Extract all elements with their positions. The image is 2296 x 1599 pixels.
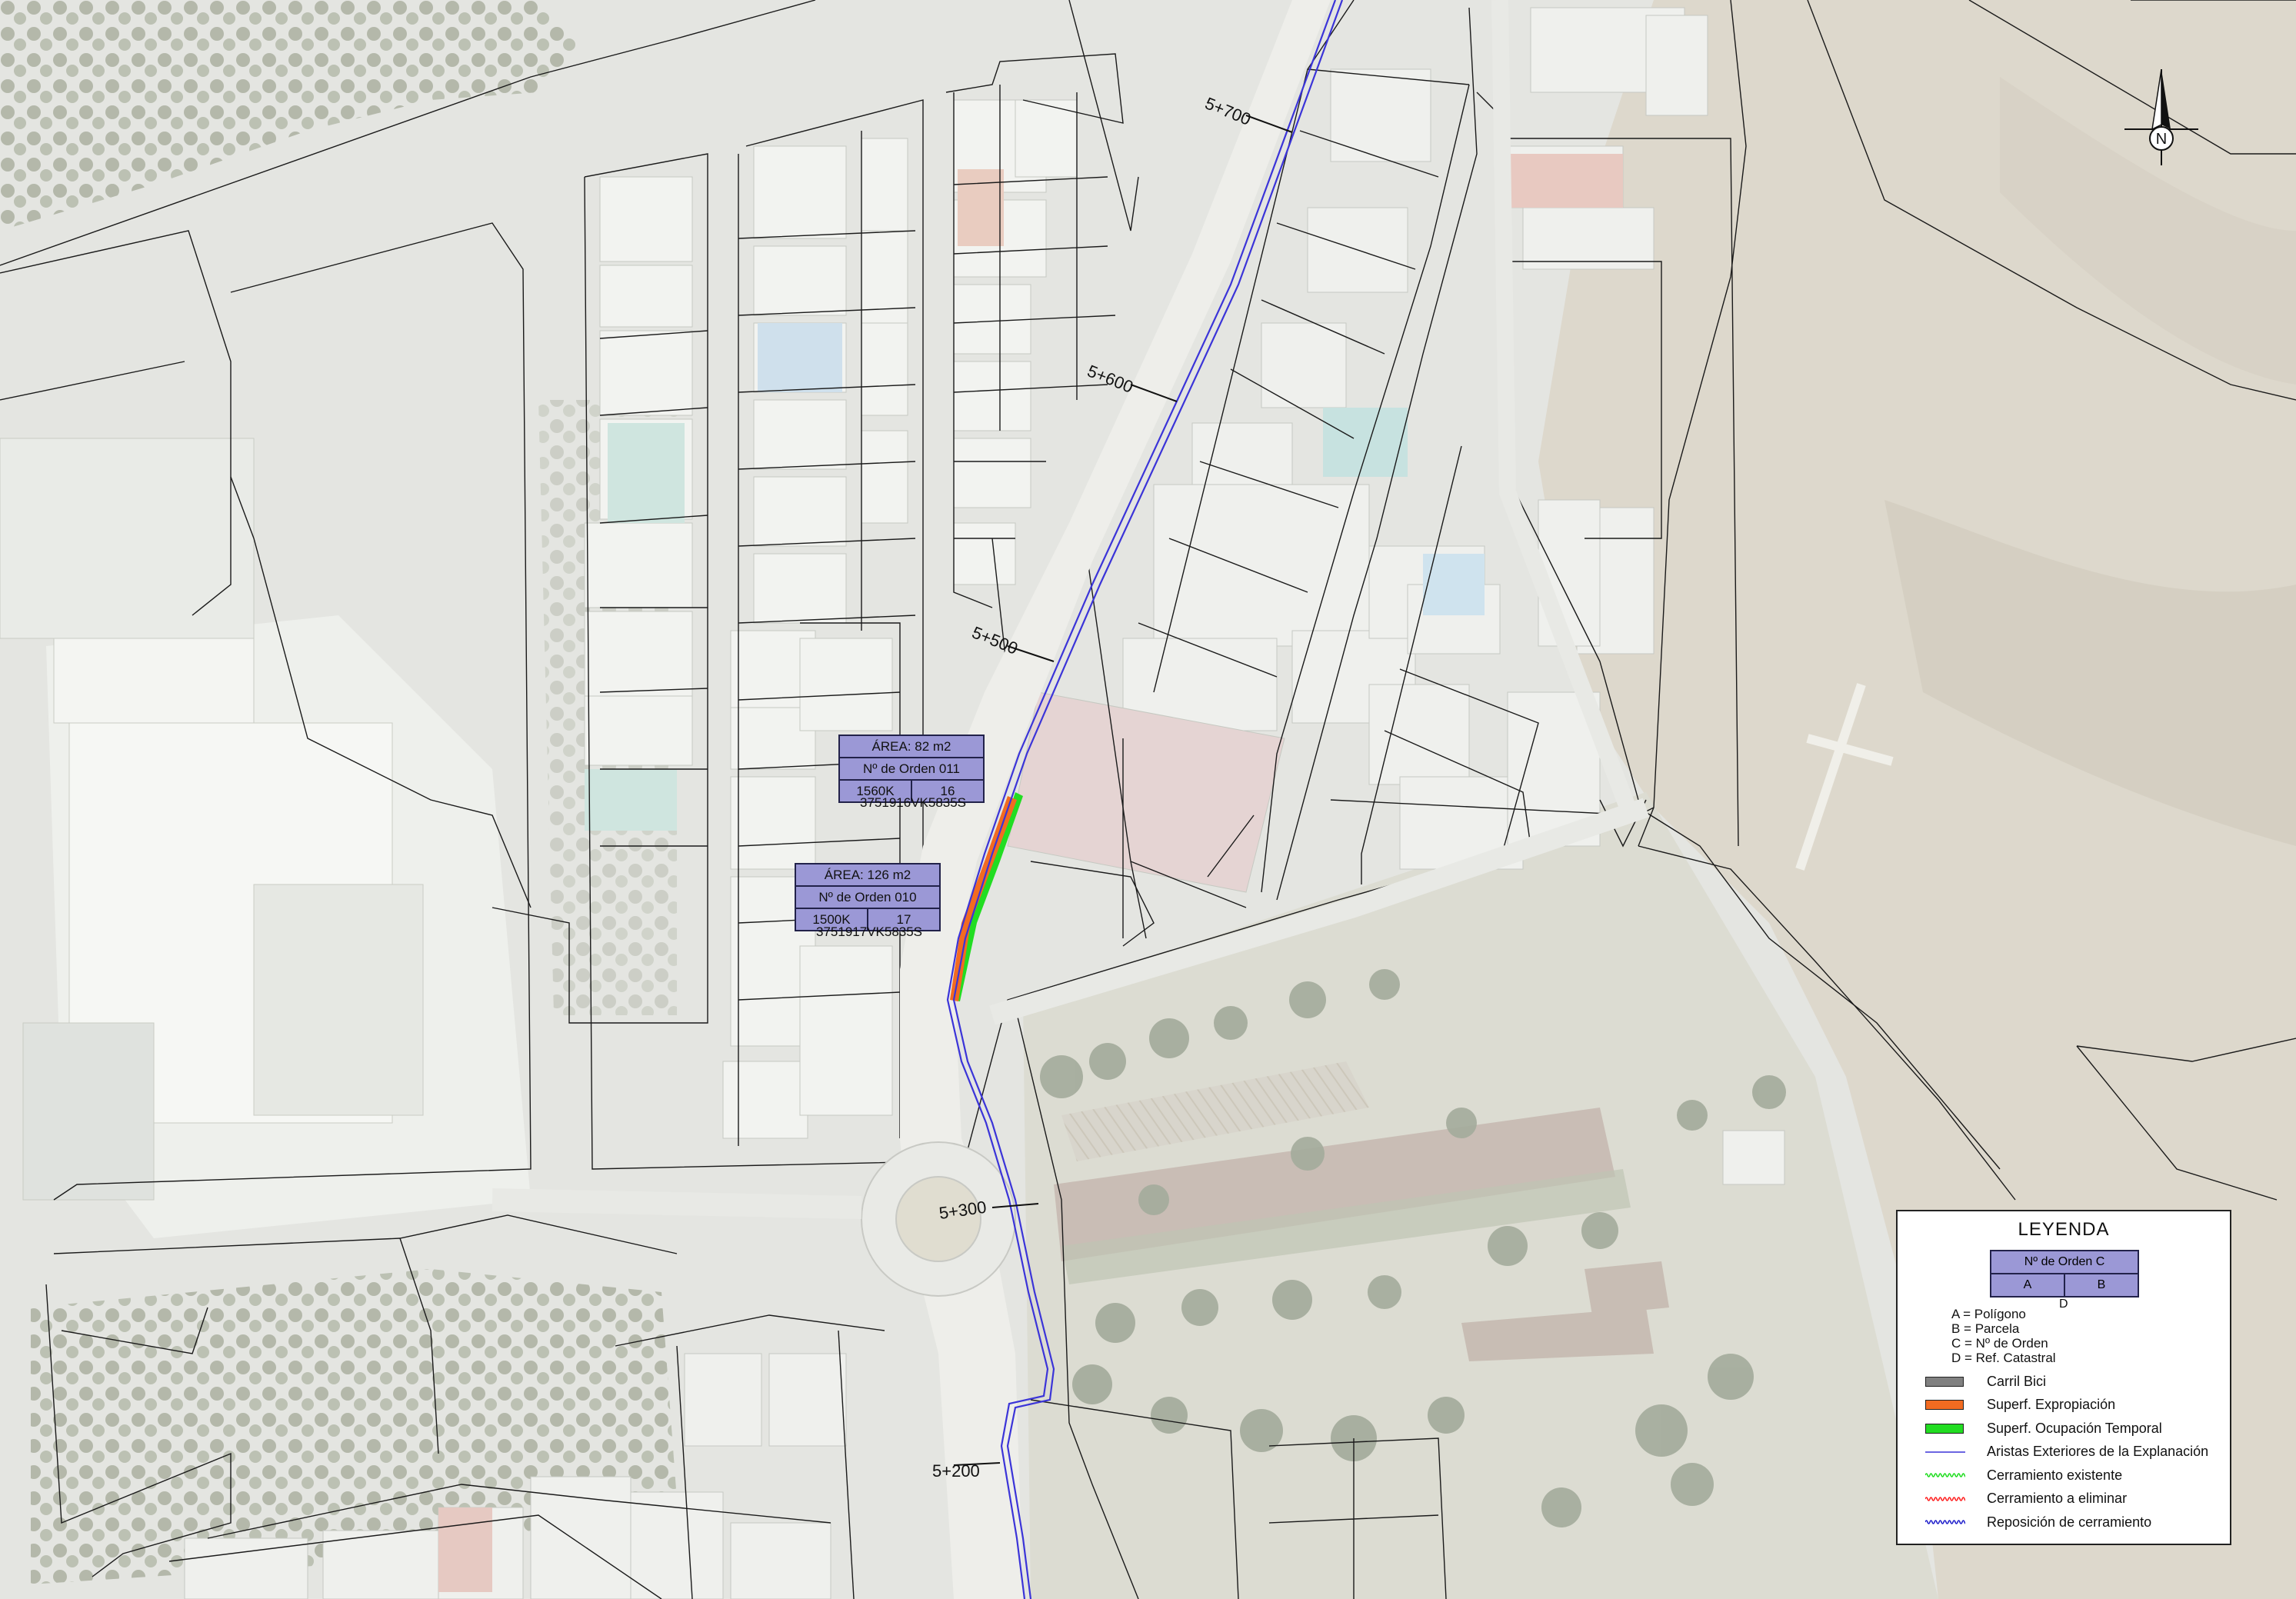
temporary-occupation-strip	[954, 792, 1023, 1001]
legend-swatch	[1925, 1371, 1965, 1392]
legend-item-edge-lines: Aristas Exteriores de la Explanación	[1925, 1441, 2208, 1464]
legend-swatch	[1925, 1441, 1965, 1463]
legend-key: D = Ref. Catastral	[1951, 1351, 2056, 1365]
vegetation-southwest	[31, 1269, 677, 1584]
legend-keys: A = Polígono B = Parcela C = Nº de Orden…	[1951, 1307, 2056, 1365]
legend-swatch-line	[1925, 1496, 1965, 1501]
legend-swatch	[1925, 1511, 1965, 1533]
field-plot-2	[1461, 1308, 1654, 1361]
building-roof-green-1	[608, 423, 685, 523]
legend-item-fence-remove: Cerramiento a eliminar	[1925, 1487, 2208, 1511]
parcel-number: 17	[867, 909, 939, 930]
parcel-polygon: 1500K	[812, 912, 851, 927]
legend-swatch	[1925, 1417, 1965, 1439]
parcel-polygon: 1560K	[856, 784, 895, 798]
legend-swatch-box	[1925, 1400, 1964, 1411]
parcel-cadastral-ref-011: 3751916VK5835S	[860, 795, 967, 810]
buildings-south	[184, 1130, 1785, 1599]
warehouse-roof-1	[53, 630, 255, 724]
legend-label: Reposición de cerramiento	[1987, 1514, 2152, 1530]
legend-swatch-line	[1925, 1451, 1965, 1453]
legend-swatch	[1925, 1394, 1965, 1416]
legend-item-fence-replacement: Reposición de cerramiento	[1925, 1511, 2208, 1534]
north-arrow-icon: N	[2124, 69, 2198, 165]
legend-item-existing-fence: Cerramiento existente	[1925, 1464, 2208, 1487]
secondary-road-north	[1491, 0, 1639, 818]
legend-panel: LEYENDA Nº de Orden C A B D A = Polígono…	[1896, 1210, 2231, 1545]
legend-title: LEYENDA	[2018, 1219, 2110, 1240]
field-plot	[1585, 1261, 1669, 1315]
parcel-label-011[interactable]: ÁREA: 82 m2 Nº de Orden 011 1560K 16	[838, 735, 985, 803]
legend-label: Superf. Expropiación	[1987, 1397, 2116, 1413]
legend-swatch-box	[1925, 1376, 1964, 1387]
legend-swatch-box	[1925, 1423, 1964, 1434]
building-roof-blue-east	[1423, 554, 1485, 615]
legend-key: A = Polígono	[1951, 1307, 2026, 1321]
legend-key: C = Nº de Orden	[1951, 1336, 2048, 1351]
field-row-3	[1061, 1061, 1369, 1161]
legend-sample-label: Nº de Orden C A B	[1990, 1250, 2139, 1298]
legend-label: Cerramiento a eliminar	[1987, 1491, 2128, 1507]
terrain-slope	[1884, 500, 2296, 846]
warehouse-roof-3	[253, 884, 424, 1116]
parcel-cadastral-ref-010: 3751917VK5835S	[816, 924, 923, 939]
legend-item-bike-lane: Carril Bici	[1925, 1370, 2208, 1394]
legend-item-temporary-occupation: Superf. Ocupación Temporal	[1925, 1417, 2208, 1441]
field-row-1	[1054, 1108, 1615, 1261]
hill-cross-marking	[1795, 683, 1894, 871]
legend-label: Carril Bici	[1987, 1373, 2047, 1389]
legend-key: B = Parcela	[1951, 1321, 2020, 1336]
roundabout-center	[895, 1176, 981, 1262]
secondary-road-west	[492, 1188, 862, 1219]
north-label: N	[2156, 131, 2167, 148]
legend-swatch	[1925, 1464, 1965, 1486]
legend-label: Cerramiento existente	[1987, 1467, 2123, 1483]
legend-swatch-line	[1925, 1520, 1965, 1525]
building-roof-blue	[758, 323, 842, 392]
warehouse-roof-4	[22, 1022, 155, 1201]
legend-label: Superf. Ocupación Temporal	[1987, 1420, 2162, 1436]
legend-swatch-line	[1925, 1473, 1965, 1478]
building-roof-teal	[1323, 408, 1408, 477]
trees-field	[1040, 969, 1786, 1527]
legend-item-expropriation: Superf. Expropiación	[1925, 1394, 2208, 1417]
legend-label: Aristas Exteriores de la Explanación	[1987, 1444, 2209, 1460]
pk-label-5200: 5+200	[932, 1461, 980, 1481]
main-road	[900, 0, 1331, 1599]
legend-sample-left: A	[2023, 1278, 2032, 1291]
parcel-area: ÁREA: 82 m2	[871, 739, 951, 754]
building-roof-red	[958, 169, 1004, 246]
building-roof-red-east	[1508, 154, 1623, 208]
parcel-area: ÁREA: 126 m2	[824, 868, 911, 882]
parcel-label-010[interactable]: ÁREA: 126 m2 Nº de Orden 010 1500K 17	[795, 863, 941, 931]
legend-items: Carril Bici Superf. Expropiación Superf.…	[1925, 1370, 2208, 1534]
legend-swatch	[1925, 1488, 1965, 1510]
legend-sample-bottom: D	[2059, 1298, 2068, 1311]
warehouse-roof-5	[0, 438, 255, 639]
building-roof-red-south	[438, 1507, 492, 1592]
vegetation-northwest	[0, 0, 585, 231]
terrain-hillside	[1538, 0, 2296, 1599]
parcel-order: Nº de Orden 011	[863, 761, 960, 776]
parcel-order: Nº de Orden 010	[818, 890, 917, 904]
parcel-number: 16	[911, 781, 983, 801]
building-roof-green-2	[585, 769, 677, 831]
legend-sample-right: B	[2064, 1274, 2138, 1296]
chainage-ticks	[953, 115, 1293, 1466]
terrain-slope-north	[2000, 77, 2296, 385]
field-row-2	[1061, 1169, 1631, 1284]
secondary-road-east	[989, 798, 1650, 1025]
legend-sample-top: Nº de Orden C	[2024, 1255, 2105, 1268]
explanation-edge-lines	[946, 0, 1344, 1599]
